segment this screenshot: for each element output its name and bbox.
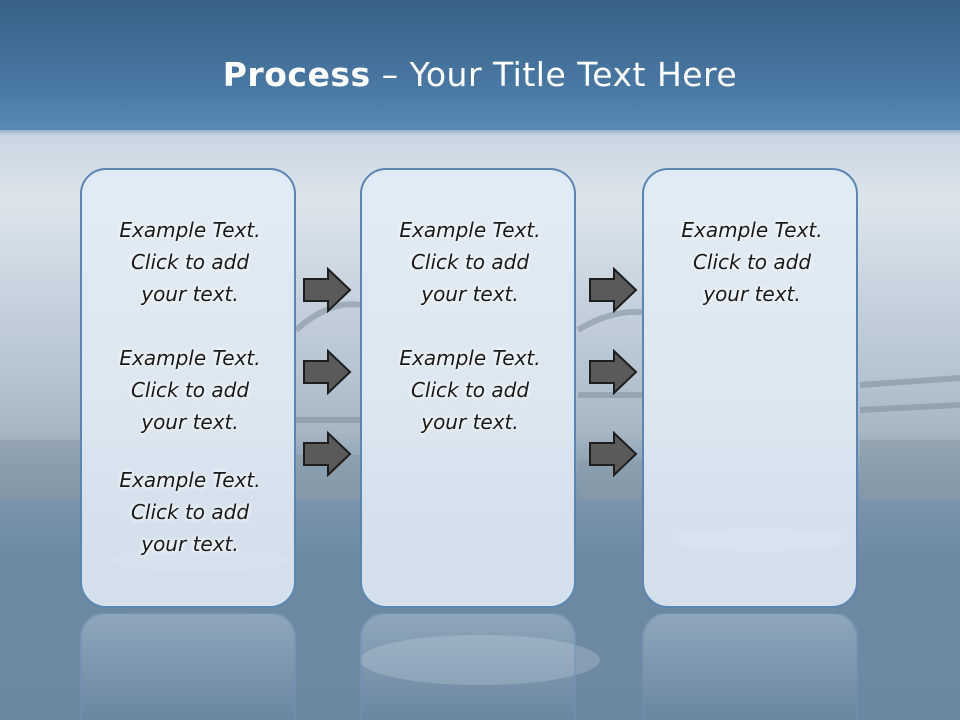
- right-arrow-icon: [589, 431, 638, 477]
- text-line: Example Text.: [119, 218, 261, 242]
- text-placeholder[interactable]: Example Text. Click to add your text.: [82, 464, 298, 560]
- text-placeholder[interactable]: Example Text. Click to add your text.: [82, 214, 298, 310]
- box-reflection: [360, 612, 576, 720]
- text-placeholder[interactable]: Example Text. Click to add your text.: [644, 214, 860, 310]
- title-bar: [0, 0, 960, 130]
- text-line: Example Text.: [399, 346, 541, 370]
- right-arrow-icon: [303, 431, 352, 477]
- text-line: Example Text.: [681, 218, 823, 242]
- text-line: your text.: [141, 532, 239, 556]
- right-arrow-icon: [589, 267, 638, 313]
- right-arrow-icon: [589, 349, 638, 395]
- text-line: Example Text.: [399, 218, 541, 242]
- title-bold: Process: [222, 55, 371, 94]
- text-line: Click to add: [410, 250, 530, 274]
- text-line: your text.: [141, 410, 239, 434]
- slide-title[interactable]: Process – Your Title Text Here: [0, 55, 960, 94]
- right-arrow-icon: [303, 349, 352, 395]
- text-line: Click to add: [130, 378, 250, 402]
- box-reflection: [642, 612, 858, 720]
- text-line: Click to add: [410, 378, 530, 402]
- text-placeholder[interactable]: Example Text. Click to add your text.: [82, 342, 298, 438]
- text-line: Click to add: [692, 250, 812, 274]
- text-line: your text.: [703, 282, 801, 306]
- process-box-3[interactable]: Example Text. Click to add your text.: [642, 168, 858, 608]
- text-line: Example Text.: [119, 346, 261, 370]
- right-arrow-icon: [303, 267, 352, 313]
- text-line: your text.: [141, 282, 239, 306]
- text-line: Example Text.: [119, 468, 261, 492]
- box-reflection: [80, 612, 296, 720]
- text-placeholder[interactable]: Example Text. Click to add your text.: [362, 214, 578, 310]
- text-placeholder[interactable]: Example Text. Click to add your text.: [362, 342, 578, 438]
- process-box-1[interactable]: Example Text. Click to add your text. Ex…: [80, 168, 296, 608]
- text-line: your text.: [421, 410, 519, 434]
- text-line: Click to add: [130, 500, 250, 524]
- text-line: your text.: [421, 282, 519, 306]
- text-line: Click to add: [130, 250, 250, 274]
- process-box-2[interactable]: Example Text. Click to add your text. Ex…: [360, 168, 576, 608]
- title-rest: – Your Title Text Here: [370, 55, 738, 94]
